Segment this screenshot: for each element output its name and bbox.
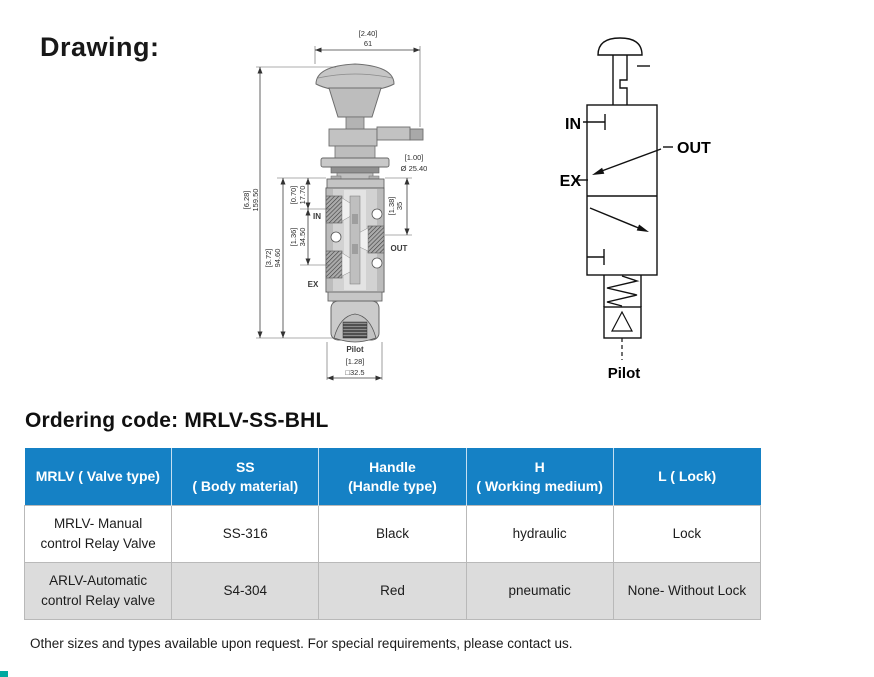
spring-symbol — [603, 275, 642, 307]
svg-text:[2.40]: [2.40] — [359, 29, 378, 38]
drawing-ex-label: EX — [308, 280, 319, 289]
cell-lock: Lock — [612, 505, 762, 563]
cell-lock: None- Without Lock — [612, 562, 762, 620]
header-working-medium: H ( Working medium) — [466, 448, 614, 506]
in-port-thread — [325, 195, 343, 224]
dim-base-width: Pilot [1.28] □32.5 — [326, 342, 383, 381]
valve-knob — [315, 63, 395, 118]
svg-text:[1.00]: [1.00] — [405, 153, 424, 162]
svg-text:17.70: 17.70 — [298, 186, 307, 205]
svg-text:159.50: 159.50 — [251, 189, 260, 212]
dim-out-offset: [1.38] 35 — [385, 177, 412, 236]
svg-text:[1.28]: [1.28] — [346, 357, 365, 366]
dim-total-height: [6.28] 159.50 — [242, 66, 336, 339]
table-row-manual-valve: MRLV- Manual control Relay Valve SS-316 … — [23, 505, 762, 563]
cell-body-material: SS-316 — [171, 505, 320, 563]
valve-pilot-section — [327, 291, 383, 343]
svg-text:[0.70]: [0.70] — [289, 186, 298, 205]
pilot-symbol — [603, 306, 642, 360]
schematic-out-label: OUT — [677, 140, 711, 157]
cell-handle: Red — [318, 562, 467, 620]
dim-top-width: [2.40] 61 — [314, 29, 421, 127]
ex-port-thread — [325, 250, 343, 279]
cell-valve-type: ARLV-Automatic control Relay valve — [23, 562, 173, 620]
cell-medium: hydraulic — [465, 505, 614, 563]
svg-text:[1.38]: [1.38] — [387, 197, 396, 216]
cell-handle: Black — [318, 505, 467, 563]
dim-port-spacing: [1.36] 34.50 — [289, 209, 330, 266]
header-valve-type: MRLV ( Valve type) — [24, 448, 173, 506]
svg-text:94.60: 94.60 — [273, 249, 282, 268]
ordering-code-heading: Ordering code: MRLV-SS-BHL — [25, 409, 329, 432]
dim-flange-diameter: [1.00] Ø 25.40 — [401, 153, 428, 173]
drawing-pilot-label: Pilot — [346, 345, 364, 354]
drawing-in-label: IN — [313, 212, 321, 221]
cell-medium: pneumatic — [465, 562, 614, 620]
cell-body-material: S4-304 — [171, 562, 320, 620]
valve-handle-assembly — [328, 116, 424, 159]
valve-body — [325, 187, 385, 293]
svg-text:35: 35 — [395, 202, 404, 210]
out-port-thread — [367, 225, 385, 254]
svg-text:□32.5: □32.5 — [345, 368, 364, 377]
schematic-in-label: IN — [565, 116, 581, 133]
drawing-section-title: Drawing: — [40, 32, 160, 62]
header-handle-type: Handle (Handle type) — [318, 448, 467, 506]
cell-valve-type: MRLV- Manual control Relay Valve — [23, 505, 173, 563]
ordering-code-table: MRLV ( Valve type) SS ( Body material) H… — [23, 448, 762, 620]
scan-artifact — [0, 671, 8, 677]
svg-text:34.50: 34.50 — [298, 228, 307, 247]
schematic-pilot-label: Pilot — [608, 365, 641, 382]
drawing-out-label: OUT — [391, 244, 408, 253]
header-body-material: SS ( Body material) — [171, 448, 320, 506]
table-header-row: MRLV ( Valve type) SS ( Body material) H… — [24, 448, 761, 506]
svg-text:61: 61 — [364, 39, 372, 48]
svg-text:[1.36]: [1.36] — [289, 228, 298, 247]
valve-cross-section-drawing: IN OUT EX [2.40] 61 [6.28] 159.50 [3.72]… — [242, 29, 428, 381]
svg-text:Ø 25.40: Ø 25.40 — [401, 164, 428, 173]
table-row-automatic-valve: ARLV-Automatic control Relay valve S4-30… — [23, 562, 762, 620]
header-lock: L ( Lock) — [613, 448, 761, 506]
schematic-ex-label: EX — [560, 173, 582, 190]
technical-drawing-canvas: IN OUT EX [2.40] 61 [6.28] 159.50 [3.72]… — [242, 29, 711, 382]
valve-schematic-symbol: IN OUT EX Pilot — [560, 37, 711, 382]
valve-flange — [320, 157, 390, 189]
svg-text:[3.72]: [3.72] — [264, 249, 273, 268]
dim-in-offset: [0.70] 17.70 — [289, 178, 330, 210]
dim-body-height: [3.72] 94.60 — [264, 177, 326, 338]
footer-note: Other sizes and types available upon req… — [30, 636, 573, 651]
svg-text:[6.28]: [6.28] — [242, 191, 251, 210]
